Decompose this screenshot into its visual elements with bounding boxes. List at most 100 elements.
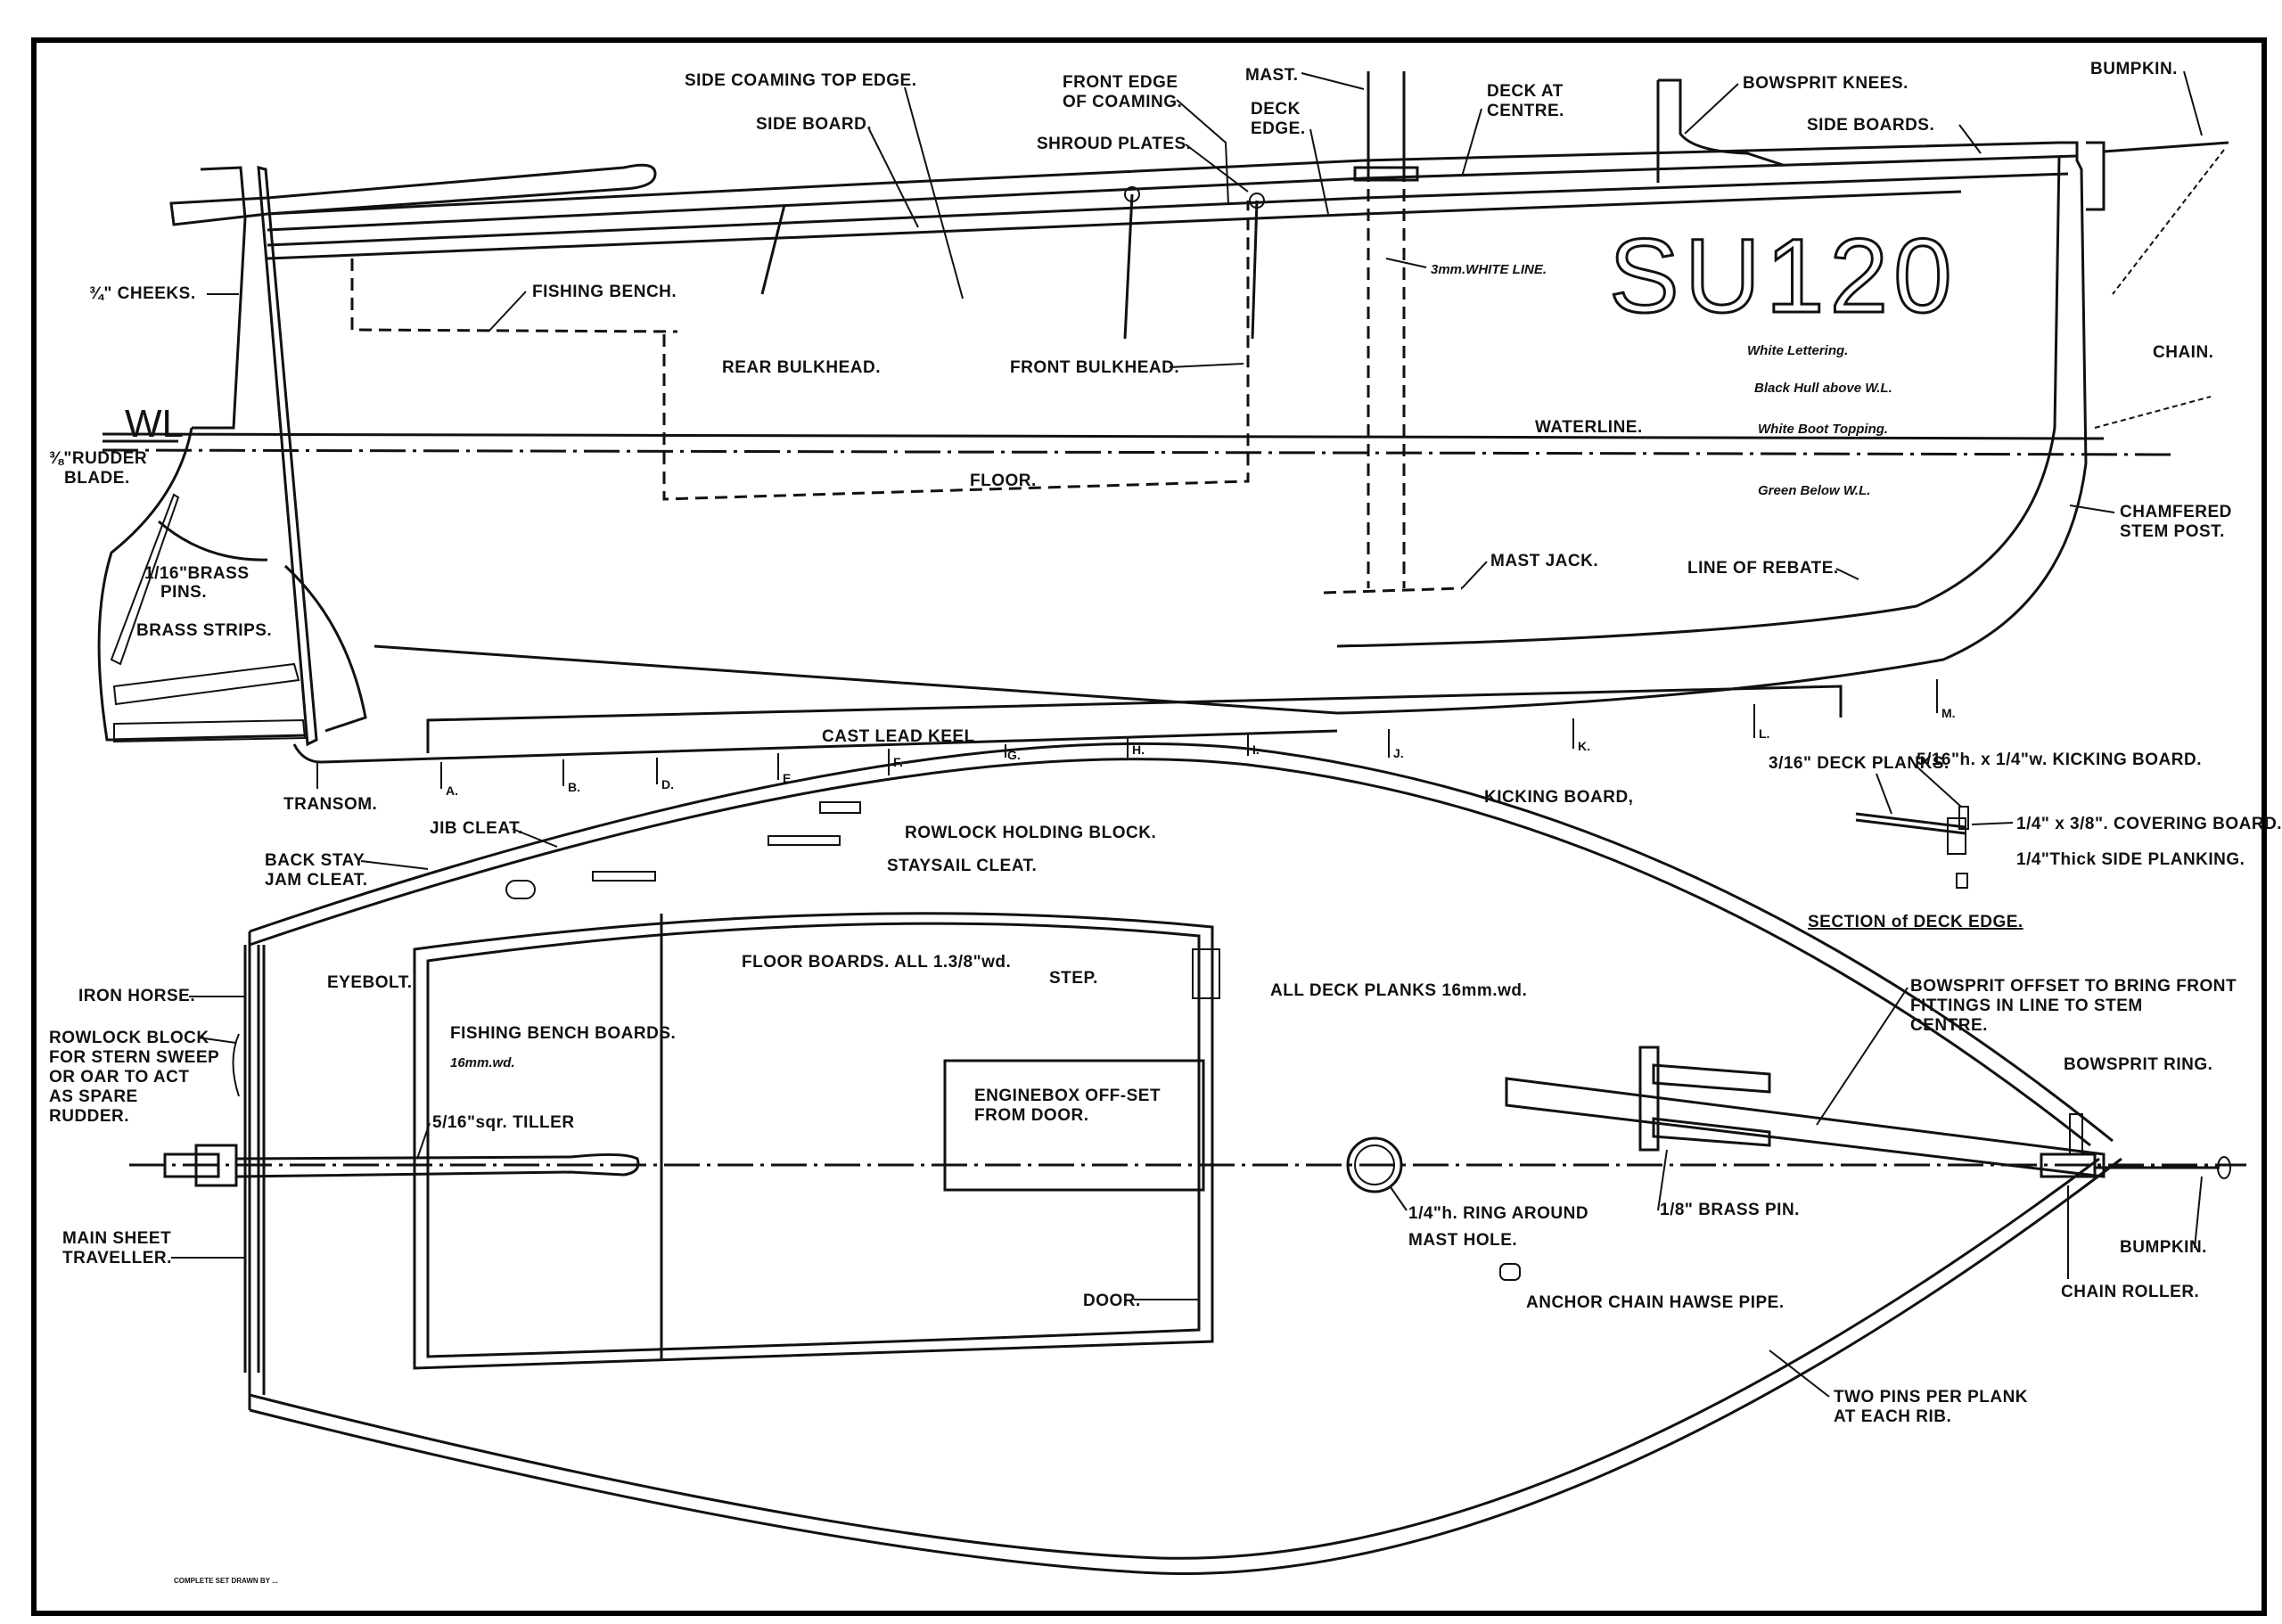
section-side-planking	[1947, 817, 1966, 855]
shroud-plate-2	[1251, 200, 1259, 340]
label-cheeks: ¾" CHEEKS.	[89, 284, 196, 303]
rudder-blade	[97, 427, 308, 742]
shroud-plate-aft	[760, 204, 786, 295]
label-main-sheet: MAIN SHEET	[62, 1229, 171, 1248]
rowlock-block	[232, 1033, 240, 1097]
leader	[1461, 561, 1488, 589]
section-title: SECTION of DECK EDGE.	[1808, 913, 2023, 931]
rudder-bottom-strip	[113, 718, 307, 743]
label-bumpkin-plan: BUMPKIN.	[2120, 1238, 2207, 1257]
rowlock-holding-block	[819, 801, 861, 814]
leader	[1769, 1349, 1830, 1398]
mast-partner	[1353, 166, 1419, 182]
label-staysail-cleat: STAYSAIL CLEAT.	[887, 857, 1037, 875]
label-mast: MAST.	[1245, 66, 1299, 85]
label-floor: FLOOR.	[970, 472, 1037, 490]
label-fishing-bench: FISHING BENCH.	[532, 283, 677, 301]
label-rowlock-block-5: RUDDER.	[49, 1107, 129, 1126]
label-two-pins-2: AT EACH RIB.	[1834, 1407, 1951, 1426]
leader	[868, 128, 919, 228]
label-side-boards: SIDE BOARDS.	[1807, 116, 1934, 135]
anchor-chain	[2094, 396, 2212, 429]
label-white-line: 3mm.WHITE LINE.	[1431, 262, 1547, 277]
shroud-plate-1	[1123, 193, 1134, 340]
jib-cleat	[592, 871, 656, 882]
enginebox	[943, 1059, 1205, 1192]
skeg	[283, 564, 367, 733]
fishing-bench-outline	[350, 258, 678, 333]
mast-below-deck	[1367, 169, 1406, 588]
brass-strip-upper	[110, 493, 180, 666]
station-label: A.	[446, 783, 458, 798]
leader	[1958, 124, 1982, 154]
hawse-pipe	[1499, 1263, 1521, 1281]
label-back-stay-2: JAM CLEAT.	[265, 871, 367, 890]
label-rudder-blade: ⅜"RUDDER	[49, 449, 147, 468]
side-view: SU120 WL SIDE COAMING TOP EDGE. SIDE BOA…	[49, 60, 2231, 814]
bowsprit	[1505, 1077, 2106, 1178]
label-jib-cleat: JIB CLEAT.	[430, 819, 523, 838]
bowsprit-knee-plan	[1638, 1046, 1660, 1152]
station-label: L.	[1759, 726, 1769, 741]
label-transom: TRANSOM.	[283, 795, 377, 814]
bowsprit-knee-blocks	[1652, 1063, 1771, 1147]
station-label: G.	[1007, 748, 1021, 762]
boot-topping-line	[102, 448, 2176, 456]
rudder-arc	[158, 520, 268, 562]
leader	[1185, 144, 1249, 193]
leader	[1309, 128, 1329, 215]
label-back-stay: BACK STAY	[265, 851, 365, 870]
label-bowsprit-ring: BOWSPRIT RING.	[2064, 1055, 2212, 1074]
label-iron-horse: IRON HORSE.	[78, 987, 195, 1005]
leader	[1301, 72, 1365, 90]
section-deck-planks	[1855, 812, 1966, 829]
bowsprit-ring	[2069, 1113, 2083, 1155]
note-black-hull: Black Hull above W.L.	[1754, 381, 1892, 396]
station-label: K.	[1578, 739, 1590, 753]
side-board-line	[267, 172, 2069, 247]
tiller-end	[163, 1152, 220, 1178]
leader	[2183, 70, 2203, 136]
label-enginebox-2: FROM DOOR.	[974, 1106, 1089, 1125]
waterline	[102, 432, 2105, 440]
label-chamfered-stem-post-2: STEM POST.	[2120, 522, 2225, 541]
label-front-bulkhead: FRONT BULKHEAD.	[1010, 358, 1179, 377]
station-label: D.	[661, 777, 674, 791]
bowsprit-knees	[1658, 78, 1784, 167]
label-main-sheet-2: TRAVELLER.	[62, 1249, 172, 1267]
cockpit-coaming	[413, 912, 1214, 1370]
label-ring-around-2: MAST HOLE.	[1408, 1231, 1517, 1250]
leader	[2069, 504, 2115, 513]
mast	[1367, 71, 1406, 169]
leader	[2194, 1176, 2203, 1249]
label-side-planking: 1/4"Thick SIDE PLANKING.	[2016, 850, 2245, 869]
label-kicking-board-section: 5/16"h. x 1/4"w. KICKING BOARD.	[1917, 750, 2202, 769]
bobstay-chain	[2112, 149, 2225, 295]
label-rowlock-block: ROWLOCK BLOCK	[49, 1029, 209, 1047]
label-front-edge-of-coaming-2: OF COAMING.	[1063, 93, 1182, 111]
label-front-edge-of-coaming: FRONT EDGE	[1063, 73, 1178, 92]
label-door: DOOR.	[1083, 1292, 1141, 1310]
leader	[1657, 1149, 1668, 1211]
shroud-eye-1	[1124, 186, 1140, 202]
label-mast-jack: MAST JACK.	[1490, 552, 1598, 570]
leader	[488, 291, 527, 332]
cockpit-inner	[426, 922, 1201, 1358]
deck-plan: KICKING BOARD, JIB CLEAT. ROWLOCK HOLDIN…	[49, 742, 2246, 1585]
tiller-side	[169, 163, 657, 226]
rudder-cheeks	[192, 166, 247, 430]
hull-outline-lower-inner	[249, 1157, 2100, 1560]
label-deck-edge-2: EDGE.	[1251, 119, 1306, 138]
label-rowlock-block-2: FOR STERN SWEEP	[49, 1048, 219, 1067]
shroud-eye-2	[1249, 193, 1265, 209]
label-kicking-board: KICKING BOARD,	[1484, 788, 1633, 807]
mast-jack	[1323, 586, 1463, 595]
leader	[1914, 764, 1962, 808]
label-tiller: 5/16"sqr. TILLER	[432, 1113, 575, 1132]
label-side-board: SIDE BOARD.	[756, 115, 872, 134]
stem-outer	[373, 141, 2088, 715]
station-label: H.	[1132, 742, 1145, 757]
tiller-plan	[235, 1152, 640, 1178]
leader	[360, 860, 429, 870]
